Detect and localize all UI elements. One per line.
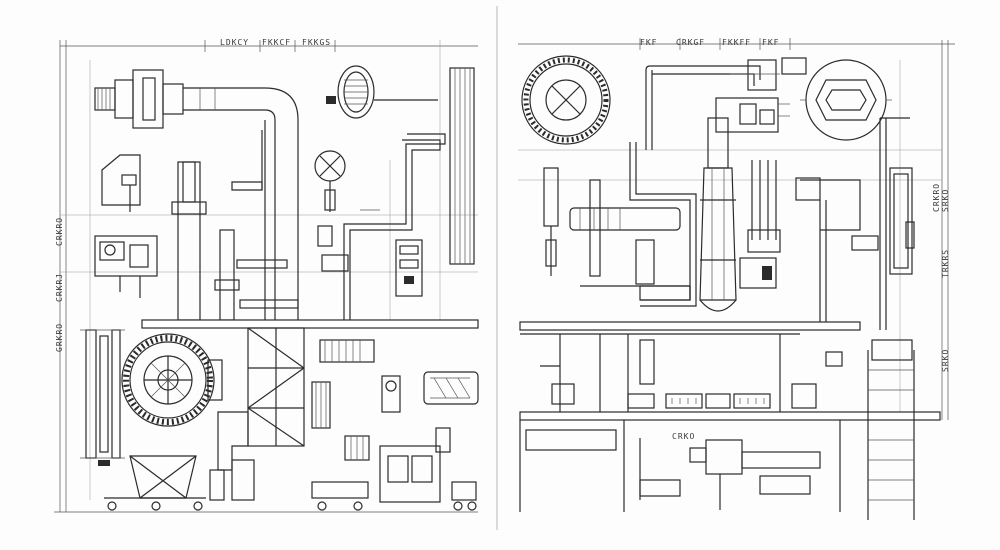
dimension-label: FKF bbox=[640, 38, 658, 47]
left-radiator-pipes bbox=[317, 67, 475, 320]
left-pressure-columns bbox=[80, 329, 125, 466]
left-fan bbox=[326, 65, 438, 119]
right-sheet-drawing bbox=[518, 38, 955, 520]
right-pressure-vessel bbox=[800, 59, 892, 141]
side-dimension-label: TRKRS bbox=[941, 248, 950, 278]
left-gear-ring bbox=[121, 333, 223, 427]
left-machinery-cluster bbox=[311, 339, 479, 461]
left-sheet-drawing bbox=[54, 40, 479, 513]
side-dimension-label: CRKRJ bbox=[55, 272, 64, 302]
left-platform bbox=[141, 319, 479, 329]
left-gauge bbox=[314, 150, 346, 212]
right-tall-tank bbox=[879, 117, 915, 330]
side-dimension-label: CRKRO bbox=[932, 182, 941, 212]
right-mid-pipes bbox=[543, 142, 697, 307]
dimension-label: FKKCF bbox=[262, 38, 292, 47]
left-lattice-frame bbox=[217, 327, 305, 471]
right-platform bbox=[519, 321, 861, 331]
right-top-pipework bbox=[645, 57, 807, 150]
left-column-stacks bbox=[171, 120, 299, 321]
right-lower-frame bbox=[519, 333, 941, 520]
right-rod-assembly bbox=[739, 160, 879, 330]
side-dimension-label: SRKO bbox=[941, 348, 950, 372]
side-dimension-label: GRKRO bbox=[55, 322, 64, 352]
dimension-label: LDKCY bbox=[220, 38, 250, 47]
dimension-label: CRKO bbox=[672, 432, 696, 441]
right-bottom-machinery bbox=[519, 420, 841, 512]
dimension-label: CRKGF bbox=[676, 38, 706, 47]
right-valve-wheel bbox=[521, 55, 611, 145]
left-carts bbox=[104, 427, 477, 511]
side-dimension-label: SRKO bbox=[941, 188, 950, 212]
side-dimension-label: CRKRO bbox=[55, 216, 64, 246]
left-nozzle-assembly bbox=[94, 69, 299, 320]
dimension-label: FKKFF bbox=[722, 38, 752, 47]
dimension-label: FKF bbox=[762, 38, 780, 47]
right-central-column bbox=[699, 117, 737, 312]
dimension-label: FKKGS bbox=[302, 38, 332, 47]
left-side-devices bbox=[94, 154, 158, 298]
